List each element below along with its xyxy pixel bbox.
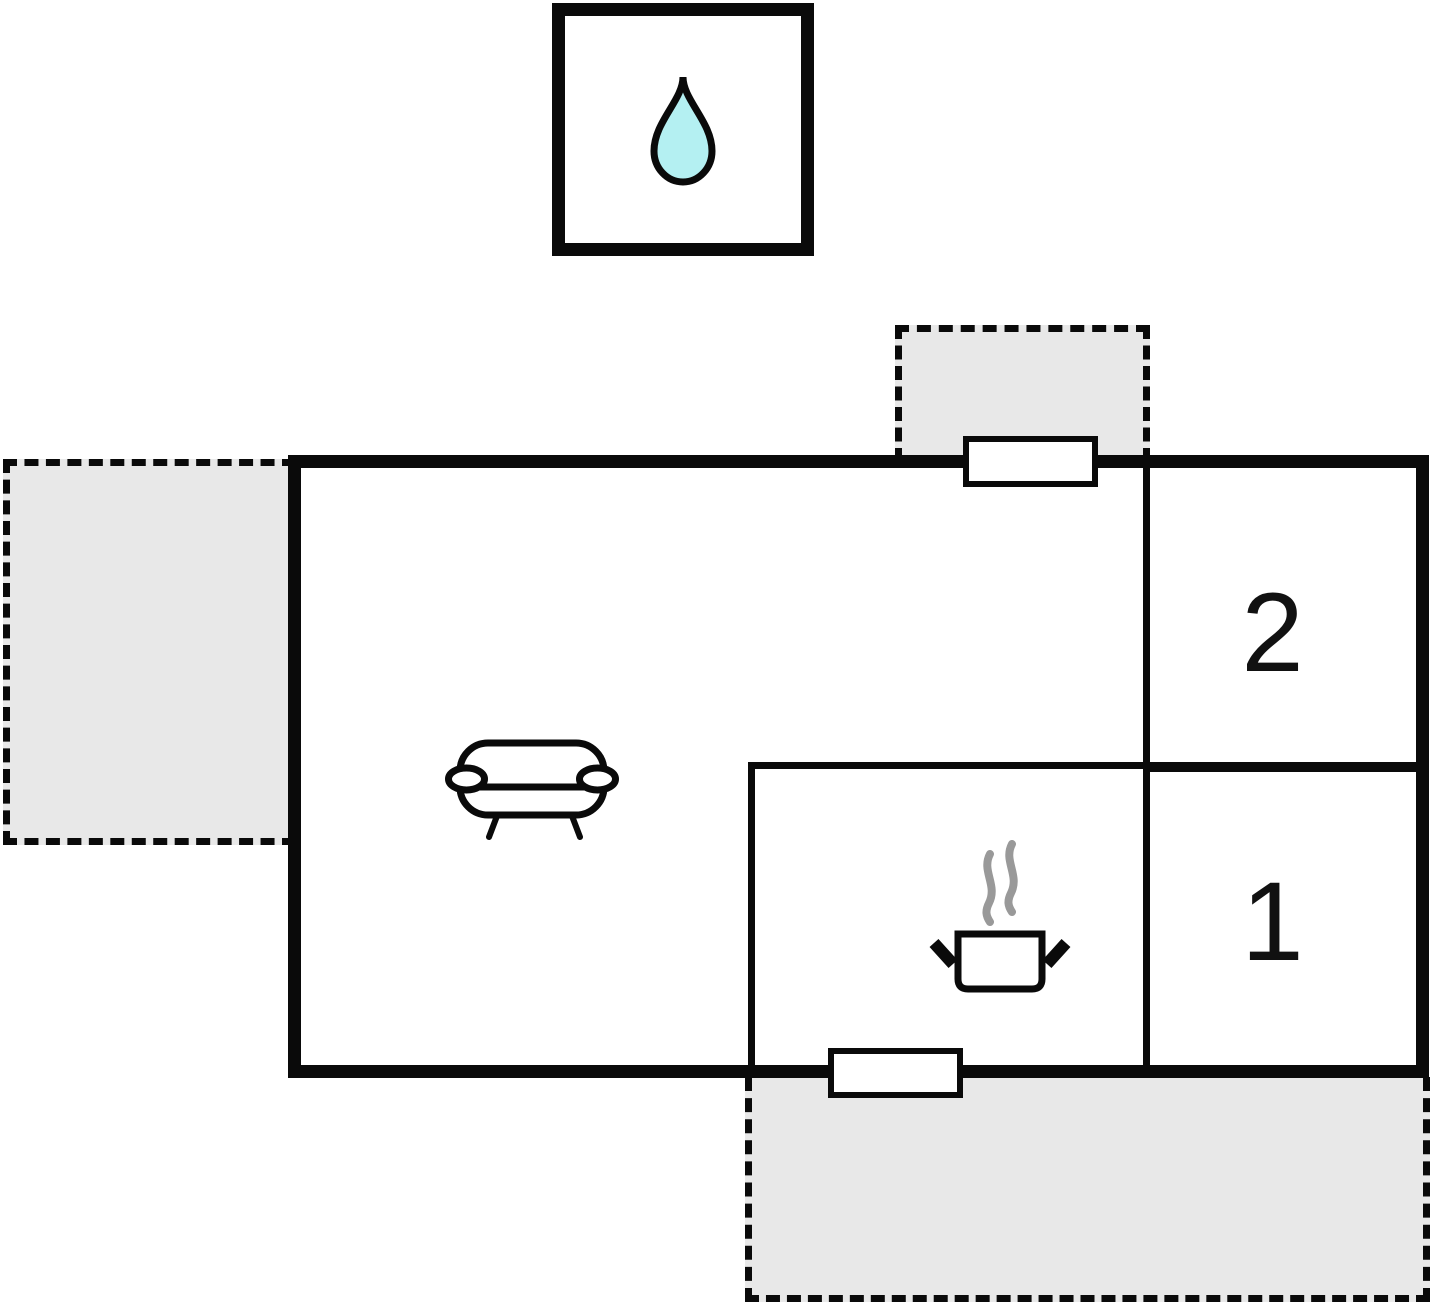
wall-kitchen-top xyxy=(748,762,1150,769)
water-drop-icon xyxy=(650,76,716,185)
sofa-icon xyxy=(445,739,619,840)
room-2-label: 2 xyxy=(1241,570,1304,695)
room-1-label: 1 xyxy=(1241,859,1304,984)
door-bottom xyxy=(828,1048,963,1098)
wall-between-room-1-and-2 xyxy=(1143,762,1429,772)
cooking-pot-icon xyxy=(929,840,1071,993)
wall-kitchen-left xyxy=(748,762,755,1078)
door-top xyxy=(963,436,1098,487)
terrace-left xyxy=(3,459,296,845)
outbuilding xyxy=(552,3,814,256)
steam-icon xyxy=(982,840,1018,926)
terrace-bottom xyxy=(745,1077,1430,1302)
